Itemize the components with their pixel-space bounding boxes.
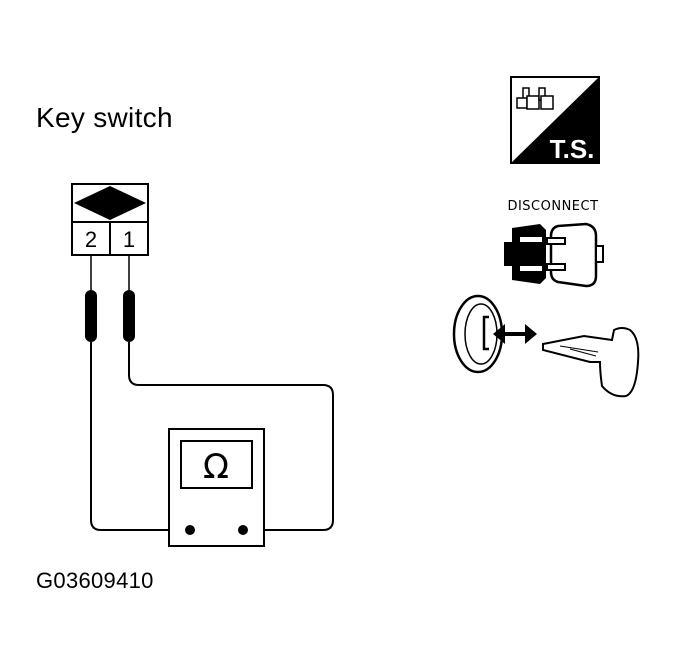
figure-code: G03609410: [36, 568, 154, 593]
disconnect-label: DISCONNECT: [507, 199, 598, 214]
test-leads: [90, 342, 334, 531]
ohm-symbol: Ω: [203, 447, 229, 487]
ignition-key-icon: [452, 294, 640, 398]
meter-display: [180, 440, 253, 489]
key-switch-connector: 2 1: [71, 183, 149, 256]
diagram-title: Key switch: [36, 102, 173, 133]
disconnect-connector-icon: DISCONNECT: [504, 199, 604, 288]
tester-probes: [85, 255, 135, 342]
meter-terminal-right: [238, 525, 248, 535]
ts-label: T.S.: [550, 134, 595, 164]
probe-right: [123, 290, 135, 342]
probe-left: [85, 290, 97, 342]
ohmmeter: Ω: [168, 428, 265, 547]
connector-pin-2: 2: [85, 227, 97, 252]
meter-terminal-left: [185, 525, 195, 535]
tester-icon: T.S.: [510, 76, 600, 164]
connector-pin-1: 1: [123, 227, 135, 252]
